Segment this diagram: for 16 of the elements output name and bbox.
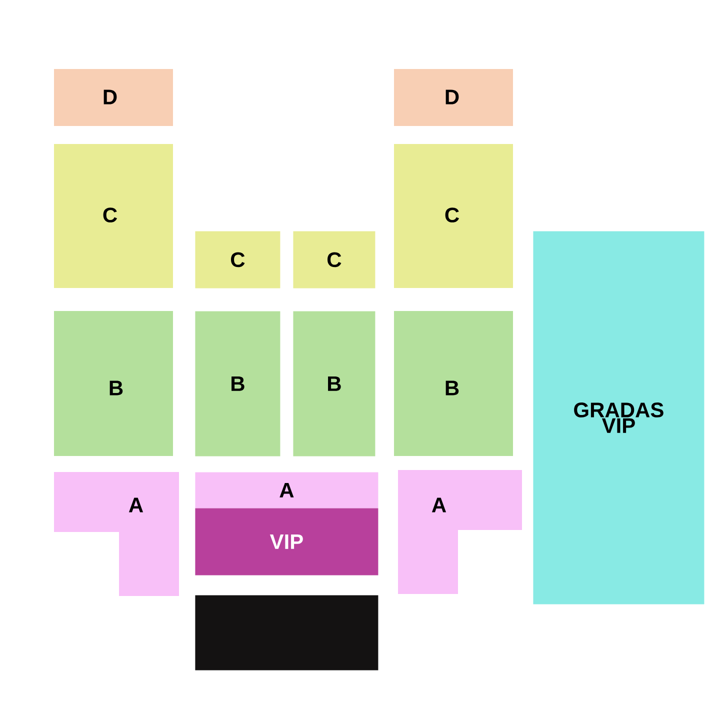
seating-section: C (394, 144, 513, 288)
seating-section: GRADAS VIP (533, 231, 704, 604)
seating-section: B (293, 311, 376, 456)
seating-section: C (54, 144, 173, 288)
seating-section: B (54, 311, 173, 456)
seating-section: B (394, 311, 513, 456)
seating-section: B (195, 311, 280, 456)
stage-block (195, 595, 378, 670)
seating-section: C (195, 231, 280, 288)
seating-section: D (54, 69, 173, 126)
seating-section: A (54, 472, 179, 596)
seating-section: A (195, 472, 378, 508)
seating-section: C (293, 231, 376, 288)
seating-section: A (398, 470, 522, 594)
seating-section: D (394, 69, 513, 126)
seating-section: VIP (195, 508, 378, 576)
